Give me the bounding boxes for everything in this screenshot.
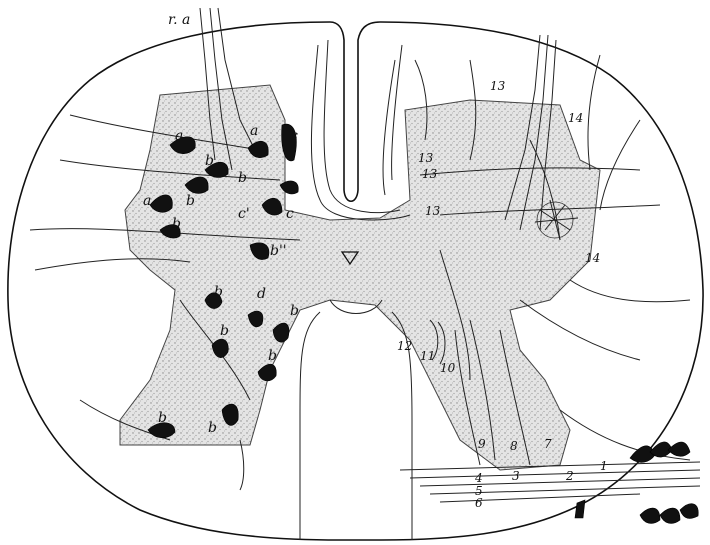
label-b-10: b xyxy=(208,420,217,436)
label-d: d xyxy=(257,286,266,302)
ventral-root-bundle xyxy=(400,462,700,502)
label-b-1: b xyxy=(205,153,214,169)
label-a-1: a xyxy=(175,128,183,144)
label-6: 6 xyxy=(475,496,483,510)
posterior-septum xyxy=(311,40,410,220)
label-b-9: b xyxy=(158,410,167,426)
label-10: 10 xyxy=(440,361,456,375)
label-nerve-root: r. a xyxy=(168,12,190,28)
label-b-3: b xyxy=(186,193,195,209)
label-a-3: a xyxy=(143,193,151,209)
label-13-d: 13 xyxy=(425,204,441,218)
label-b-4: b xyxy=(172,216,181,232)
label-13-c: 13 xyxy=(422,167,438,181)
label-11: 11 xyxy=(420,349,435,363)
label-9: 9 xyxy=(478,437,486,451)
label-b-7: b xyxy=(220,323,229,339)
label-14-a: 14 xyxy=(568,111,583,125)
label-c: c xyxy=(290,128,298,144)
label-b-5: b xyxy=(214,284,223,300)
label-b-2: b xyxy=(238,170,247,186)
label-c-prime: c' xyxy=(238,206,250,222)
anterior-fissure xyxy=(300,300,412,540)
label-13-b: 13 xyxy=(418,151,434,165)
label-8: 8 xyxy=(510,439,518,453)
label-13-a: 13 xyxy=(490,79,506,93)
label-3: 3 xyxy=(512,469,520,483)
label-1: 1 xyxy=(600,459,608,473)
label-b-6: b xyxy=(290,303,299,319)
label-4: 4 xyxy=(474,471,483,485)
label-c-2: c xyxy=(286,206,294,222)
label-b-8: b xyxy=(268,348,277,364)
label-7: 7 xyxy=(544,437,552,451)
label-a-2: a xyxy=(250,123,258,139)
label-b-double-prime: b'' xyxy=(270,243,287,259)
label-2: 2 xyxy=(565,469,574,483)
label-12: 12 xyxy=(397,339,412,353)
label-14-b: 14 xyxy=(585,251,600,265)
ventral-root-cells xyxy=(575,442,698,523)
